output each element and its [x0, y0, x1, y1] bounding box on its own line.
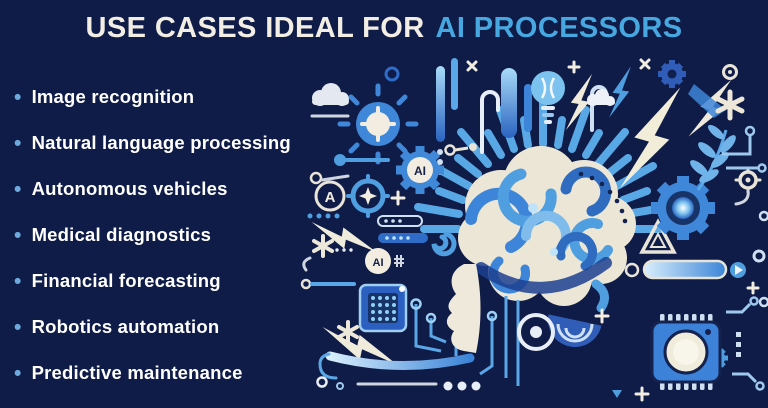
- ai-gear-badge-label: AI: [414, 164, 426, 178]
- list-item: • Financial forecasting: [14, 270, 291, 292]
- brain-icon: [458, 146, 636, 313]
- list-item-label: Natural language processing: [31, 132, 291, 153]
- list-item: • Image recognition: [14, 86, 291, 108]
- bullet-icon: •: [14, 315, 22, 339]
- list-item: • Natural language processing: [14, 132, 291, 154]
- list-item: • Medical diagnostics: [14, 224, 291, 246]
- list-item-label: Autonomous vehicles: [31, 178, 228, 199]
- bullet-icon: •: [14, 361, 22, 385]
- ai-circle-badge-icon: AI: [365, 248, 404, 274]
- a-circle-badge-label: A: [325, 189, 336, 206]
- ai-gear-badge-icon: AI: [396, 146, 444, 194]
- a-circle-badge-icon: A: [314, 180, 346, 212]
- data-bars-icon: [377, 215, 428, 243]
- title-highlight: AI PROCESSORS: [435, 12, 683, 44]
- bullet-icon: •: [14, 223, 22, 247]
- list-item-label: Predictive maintenance: [31, 362, 243, 383]
- title-prefix: USE CASES IDEAL FOR: [85, 12, 425, 44]
- gear-large-icon: [651, 176, 715, 240]
- list-item-label: Medical diagnostics: [31, 224, 212, 245]
- leaf-branch-icon: [690, 124, 736, 191]
- cloud-icon: [310, 83, 350, 118]
- lightbulb-icon: [531, 71, 565, 124]
- striped-disc-icon: [548, 314, 602, 347]
- gear-small-white-icon: [734, 166, 762, 194]
- camera-chip-icon: [650, 314, 722, 390]
- bullet-icon: •: [14, 177, 22, 201]
- circuit-board-icon: [410, 296, 555, 386]
- cloud-small-icon: [587, 89, 615, 106]
- list-item: • Autonomous vehicles: [14, 178, 291, 200]
- list-item: • Predictive maintenance: [14, 362, 291, 384]
- chip-grid-icon: [358, 283, 408, 333]
- bottom-swoosh-icon: [316, 351, 481, 391]
- sparkle-marks-icon: [312, 58, 745, 344]
- ai-illustration: AI A AI: [300, 58, 768, 402]
- circuit-traces-bottom-right-icon: [612, 296, 765, 402]
- list-item-label: Financial forecasting: [31, 270, 221, 291]
- use-case-list: • Image recognition • Natural language pro…: [14, 86, 291, 408]
- bullet-icon: •: [14, 85, 22, 109]
- spiral-icon: [431, 231, 457, 257]
- list-item: • Robotics automation: [14, 316, 291, 338]
- ai-circle-badge-label: AI: [373, 257, 384, 269]
- page-title: USE CASES IDEAL FOR AI PROCESSORS: [0, 12, 768, 45]
- gear-small-dark-icon: [658, 60, 686, 88]
- face-profile-icon: [446, 264, 481, 353]
- bullet-icon: •: [14, 269, 22, 293]
- bullet-icon: •: [14, 131, 22, 155]
- star-gear-icon: [346, 174, 390, 218]
- starburst-gear-icon: [337, 83, 419, 165]
- circuit-traces-left-icon: [300, 66, 400, 290]
- list-item-label: Robotics automation: [31, 316, 220, 337]
- circuit-traces-right-icon: [722, 64, 768, 308]
- list-item-label: Image recognition: [31, 86, 195, 107]
- capsule-icon: [624, 259, 746, 280]
- warning-triangle-icon: [639, 218, 677, 254]
